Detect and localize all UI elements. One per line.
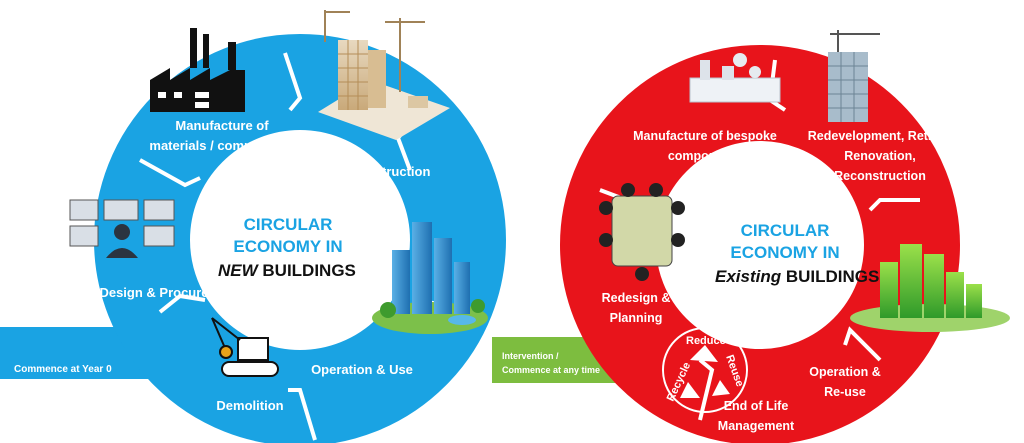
stage-operation-use: Operation & Use bbox=[311, 362, 413, 377]
existing-center-line2: ECONOMY IN bbox=[730, 243, 839, 262]
stage-manufacture-line2: materials / components bbox=[149, 138, 294, 153]
construction-site-icon bbox=[318, 10, 450, 140]
intervention-label-line2: Commence at any time bbox=[502, 365, 600, 375]
stage-manufacture-line1: Manufacture of bbox=[175, 118, 269, 133]
existing-center-line1: CIRCULAR bbox=[741, 221, 830, 240]
intervention-label-line1: Intervention / bbox=[502, 351, 559, 361]
stage-construction: Construction bbox=[350, 164, 431, 179]
existing-center-disc bbox=[660, 145, 860, 345]
building-under-construction-icon bbox=[828, 30, 880, 122]
stage-redesign-line1: Redesign & bbox=[602, 291, 671, 305]
stage-redevelopment-line1: Redevelopment, Retrofit bbox=[808, 129, 953, 143]
planning-table-icon bbox=[599, 183, 685, 281]
stage-redevelopment-line3: Reconstruction bbox=[834, 169, 926, 183]
new-center-line3: NEW BUILDINGS bbox=[218, 261, 356, 280]
ring-separators bbox=[599, 59, 920, 421]
crane-excavator-icon bbox=[211, 317, 279, 377]
stage-end-of-life-line1: End of Life bbox=[724, 399, 789, 413]
stage-operation-reuse-line2: Re-use bbox=[824, 385, 866, 399]
stage-design-procure: Design & Procure bbox=[99, 285, 208, 300]
new-center-line1: CIRCULAR bbox=[244, 215, 333, 234]
existing-buildings-cycle: Intervention / Commence at any time CIRC… bbox=[492, 30, 1010, 443]
stage-manufacture-bespoke-line2: components bbox=[668, 149, 742, 163]
new-ring bbox=[94, 34, 506, 443]
existing-center-line3: Existing BUILDINGS bbox=[715, 267, 879, 286]
start-label: Commence at Year 0 bbox=[14, 364, 112, 375]
stage-manufacture-bespoke-line1: Manufacture of bespoke bbox=[633, 129, 777, 143]
stage-redesign-line2: Planning bbox=[610, 311, 663, 325]
stage-operation-reuse-line1: Operation & bbox=[809, 365, 881, 379]
factory-icon bbox=[689, 53, 781, 103]
new-buildings-cycle: Commence at Year 0 CIRCULAR ECONOMY IN N… bbox=[0, 10, 506, 443]
stage-redevelopment-line2: Renovation, bbox=[844, 149, 916, 163]
design-monitors-icon bbox=[69, 199, 175, 258]
factory-icon bbox=[150, 28, 245, 112]
city-buildings-icon bbox=[372, 222, 488, 334]
recycle-reduce-label: Reduce bbox=[686, 335, 726, 347]
stage-end-of-life-line2: Management bbox=[718, 419, 795, 433]
new-center-line2: ECONOMY IN bbox=[233, 237, 342, 256]
stage-demolition: Demolition bbox=[216, 398, 283, 413]
green-city-icon bbox=[850, 244, 1010, 332]
new-center-disc bbox=[196, 136, 404, 344]
